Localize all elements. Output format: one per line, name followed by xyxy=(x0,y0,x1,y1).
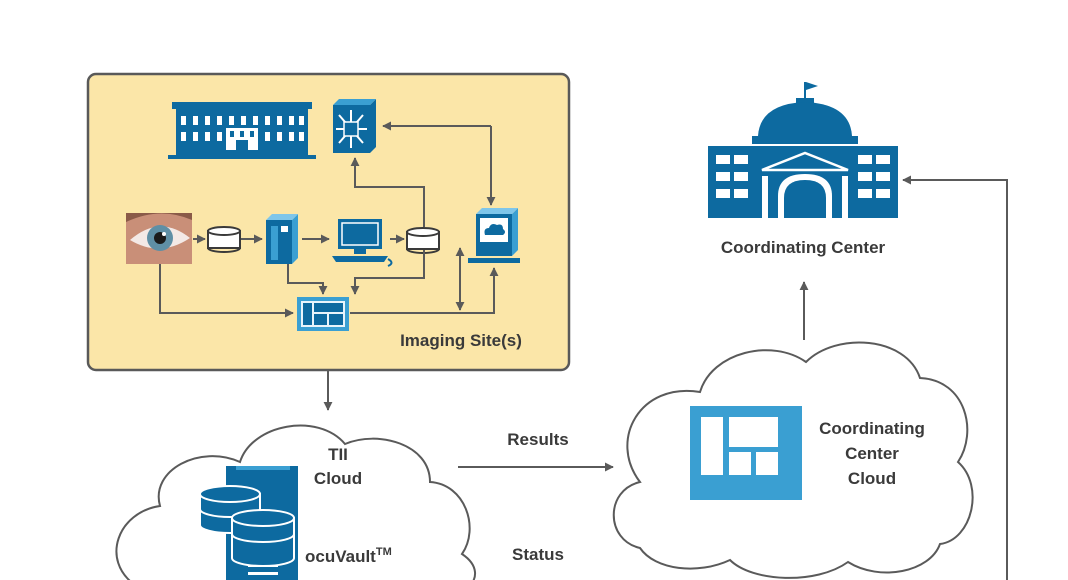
imaging-flow-arrows xyxy=(159,121,499,318)
cc-cloud-label-line2: Center xyxy=(845,444,899,463)
tii-cloud-label-line2: Cloud xyxy=(314,469,362,488)
results-label: Results xyxy=(507,430,568,449)
desktop-computer-icon xyxy=(332,219,393,267)
cc-cloud-label-line3: Cloud xyxy=(848,469,896,488)
server-tower-icon xyxy=(266,214,298,264)
cc-cloud-label-line1: Coordinating xyxy=(819,419,925,438)
main-flow-arrows xyxy=(323,175,1008,580)
network-switch-icon xyxy=(333,99,376,153)
coordinating-center-label: Coordinating Center xyxy=(721,238,886,257)
storage-disk-icon xyxy=(207,226,241,253)
storage-disk-icon xyxy=(406,227,440,254)
tii-cloud-label-line1: TII xyxy=(328,445,348,464)
database-stack-icon xyxy=(199,466,298,580)
eye-photo-icon xyxy=(126,213,192,264)
hospital-building-icon xyxy=(168,102,316,159)
ocuvault-name: ocuVault xyxy=(305,547,376,566)
capitol-building-icon xyxy=(708,82,898,218)
dashboard-app-icon xyxy=(690,406,802,500)
imaging-site-label: Imaging Site(s) xyxy=(400,331,522,350)
status-label: Status xyxy=(512,545,564,564)
dashboard-app-icon xyxy=(297,297,349,331)
cloud-monitor-icon xyxy=(468,208,520,263)
ocuvault-label: ocuVaultTM xyxy=(305,546,392,566)
ocuvault-trademark: TM xyxy=(376,546,392,558)
